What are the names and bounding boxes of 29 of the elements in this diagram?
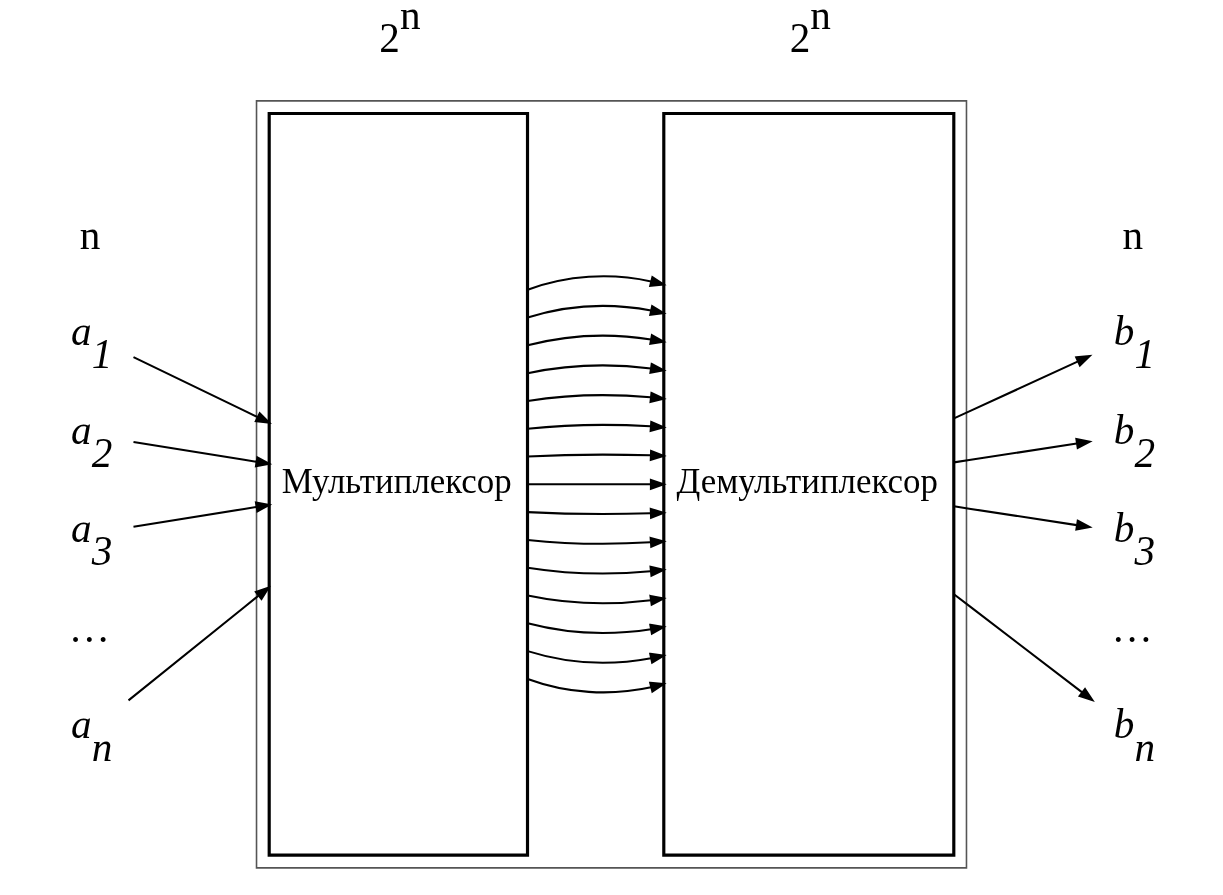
- arrow: [133, 356, 272, 425]
- arrow: [133, 501, 273, 528]
- arrow: [527, 565, 667, 578]
- arrow: [527, 275, 667, 291]
- arrow: [527, 333, 667, 347]
- arrow: [527, 420, 667, 433]
- arrow: [527, 449, 667, 462]
- arrow: [527, 536, 667, 549]
- arrow: [527, 391, 667, 404]
- arrow: [527, 507, 667, 520]
- arrow: [133, 440, 273, 468]
- label: n: [1122, 211, 1144, 258]
- arrow: [953, 437, 1093, 464]
- arrow: [527, 622, 667, 636]
- arrow: [527, 677, 667, 694]
- arrow: [953, 354, 1093, 420]
- label: …: [68, 604, 110, 651]
- arrow: [527, 650, 667, 665]
- arrow: [527, 478, 667, 491]
- arrow: [527, 362, 667, 375]
- node-box: Демультиплексор: [662, 111, 956, 857]
- arrow: [527, 594, 667, 607]
- arrow: [953, 505, 1093, 531]
- node-box: Мультиплексор: [267, 111, 530, 857]
- label: …: [1111, 604, 1153, 651]
- arrow: [953, 593, 1095, 703]
- arrow: [127, 585, 271, 702]
- label: n: [79, 211, 101, 258]
- arrow: [527, 304, 667, 319]
